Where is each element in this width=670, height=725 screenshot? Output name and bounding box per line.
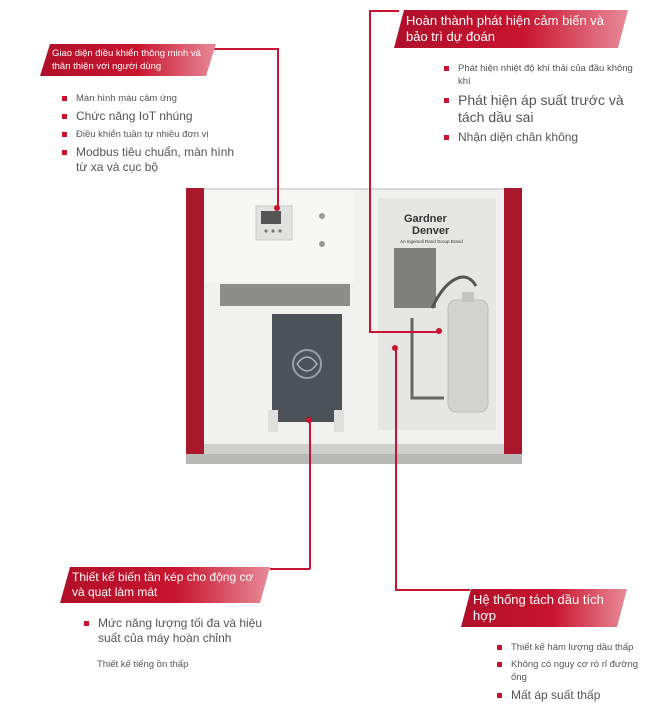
bullet-icon: [62, 114, 67, 120]
list-item: Mất áp suất thấp: [497, 688, 642, 703]
leader-line-inverter: [309, 420, 311, 569]
callout-title-sensor: Hoàn thành phát hiện cảm biến và bảo trì…: [394, 10, 628, 48]
bullet-icon: [444, 135, 449, 141]
leader-dot-sensor: [436, 328, 442, 334]
callout-note-inverter: Thiết kế tiếng ồn thấp: [97, 659, 189, 670]
bullet-icon: [444, 98, 449, 104]
leader-dot-inverter: [306, 417, 312, 423]
bullet-icon: [497, 645, 502, 651]
leader-dot-oil: [392, 345, 398, 351]
callout-points-inverter: Mức năng lượng tối đa và hiệu suất của m…: [84, 616, 284, 650]
leader-line-ui: [277, 48, 279, 208]
bullet-icon: [497, 662, 502, 668]
callout-points-oil: Thiết kế hàm lượng dầu thấp Không có ngu…: [497, 641, 642, 707]
bullet-icon: [497, 693, 502, 699]
list-item: Phát hiện áp suất trước và tách dầu sai: [444, 92, 634, 126]
leader-line-oil: [395, 589, 470, 591]
leader-line-inverter: [270, 568, 310, 570]
list-item: Phát hiện nhiệt độ khí thải của đầu khôn…: [444, 62, 634, 88]
leader-line-ui: [210, 48, 278, 50]
brand-name-second: Denver: [412, 225, 450, 237]
callout-title-oil: Hệ thống tách dầu tích hợp: [461, 589, 627, 627]
list-item: Màn hình màu cảm ứng: [62, 92, 252, 105]
leader-line-sensor: [369, 331, 439, 333]
bullet-icon: [62, 132, 67, 138]
list-item: Nhận diện chân không: [444, 130, 634, 145]
callout-title-inverter: Thiết kế biến tần kép cho động cơ và quạ…: [60, 567, 270, 603]
brand-name: Gardner: [404, 213, 448, 225]
list-item: Thiết kế hàm lượng dầu thấp: [497, 641, 642, 654]
callout-points-sensor: Phát hiện nhiệt độ khí thải của đầu khôn…: [444, 62, 634, 149]
bullet-icon: [84, 621, 89, 627]
compressor-machine-image: Gardner Denver An Ingersoll Rand Group B…: [186, 188, 522, 464]
list-item: Điều khiển tuần tự nhiều đơn vị: [62, 128, 252, 141]
callout-points-ui: Màn hình màu cảm ứng Chức năng IoT nhúng…: [62, 92, 252, 179]
callout-title-ui: Giao diện điều khiển thông minh và thân …: [40, 44, 216, 76]
list-item: Chức năng IoT nhúng: [62, 109, 252, 124]
leader-line-sensor: [369, 10, 371, 332]
leader-dot-ui: [274, 205, 280, 211]
leader-line-oil: [395, 348, 397, 590]
list-item: Modbus tiêu chuẩn, màn hình từ xa và cục…: [62, 145, 246, 175]
list-item: Mức năng lượng tối đa và hiệu suất của m…: [84, 616, 284, 646]
bullet-icon: [62, 150, 67, 156]
brand-tagline: An Ingersoll Rand Group Brand: [400, 239, 463, 244]
list-item: Không có nguy cơ rò rỉ đường ống: [497, 658, 642, 684]
leader-line-sensor: [369, 10, 399, 12]
bullet-icon: [444, 66, 449, 72]
bullet-icon: [62, 96, 67, 102]
